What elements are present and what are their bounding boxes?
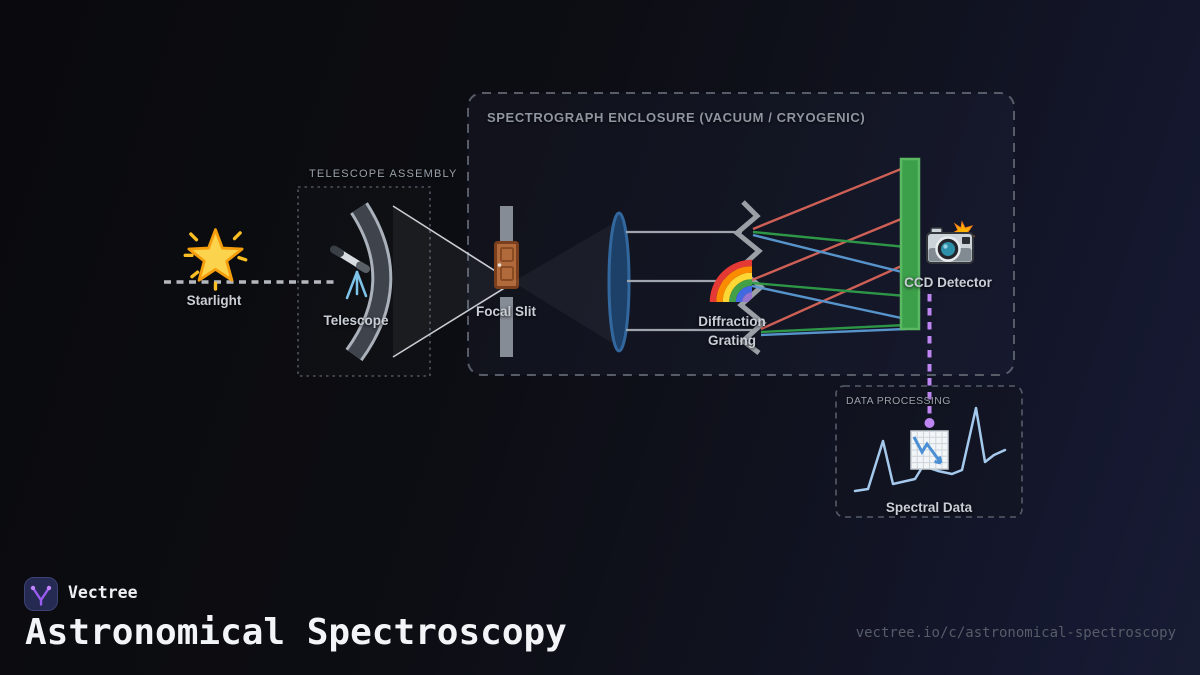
- dispersed-ray-red-1: [752, 165, 907, 231]
- chart-decreasing-icon: [910, 430, 949, 470]
- telescope-label: Telescope: [323, 313, 389, 328]
- ccd-detector-label: CCD Detector: [904, 275, 992, 290]
- spectral-data-label: Spectral Data: [885, 500, 973, 515]
- telescope-icon: [330, 245, 370, 300]
- ccd-to-data-connector: [924, 294, 935, 428]
- dispersed-ray-blue-3: [760, 327, 907, 337]
- glowing-star-icon: [183, 228, 248, 291]
- telescope-mirror: [345, 202, 393, 362]
- dispersed-ray-blue-1: [752, 233, 907, 275]
- light-cone-converging: [392, 205, 512, 358]
- dispersed-ray-red-3: [760, 262, 907, 331]
- camera-flash-icon: [926, 220, 976, 264]
- spectral-data-line: [853, 406, 1007, 493]
- dispersed-ray-green-3: [760, 323, 907, 334]
- page-title: Astronomical Spectroscopy: [25, 612, 567, 653]
- section-label-data-processing: DATA PROCESSING: [846, 395, 951, 407]
- vectree-branch-icon: [30, 585, 52, 606]
- brand-name: Vectree: [68, 583, 138, 602]
- dispersed-rays: [751, 165, 907, 337]
- starlight-label: Starlight: [186, 293, 242, 308]
- ccd-detector-bar: [899, 157, 921, 331]
- dispersed-ray-red-2: [751, 215, 907, 282]
- share-url: vectree.io/c/astronomical-spectroscopy: [855, 625, 1176, 641]
- focal-slit-bar-top: [500, 206, 513, 251]
- section-label-telescope-assembly: TELESCOPE ASSEMBLY: [309, 168, 458, 180]
- door-icon: [494, 241, 519, 289]
- focal-slit-label: Focal Slit: [475, 304, 537, 319]
- telescope-assembly-box: [297, 186, 431, 377]
- light-cone-diverging: [513, 224, 612, 343]
- vectree-logo: [24, 577, 58, 611]
- section-label-spectrograph-enclosure: SPECTROGRAPH ENCLOSURE (VACUUM / CRYOGEN…: [487, 110, 866, 125]
- diffraction-grating-label: Diffraction Grating: [698, 314, 766, 348]
- dispersed-ray-green-2: [751, 281, 907, 298]
- focal-slit-bar-bottom: [500, 297, 513, 357]
- rainbow-icon: [709, 259, 753, 303]
- dispersed-ray-green-1: [752, 230, 907, 249]
- dispersed-ray-blue-2: [751, 284, 907, 321]
